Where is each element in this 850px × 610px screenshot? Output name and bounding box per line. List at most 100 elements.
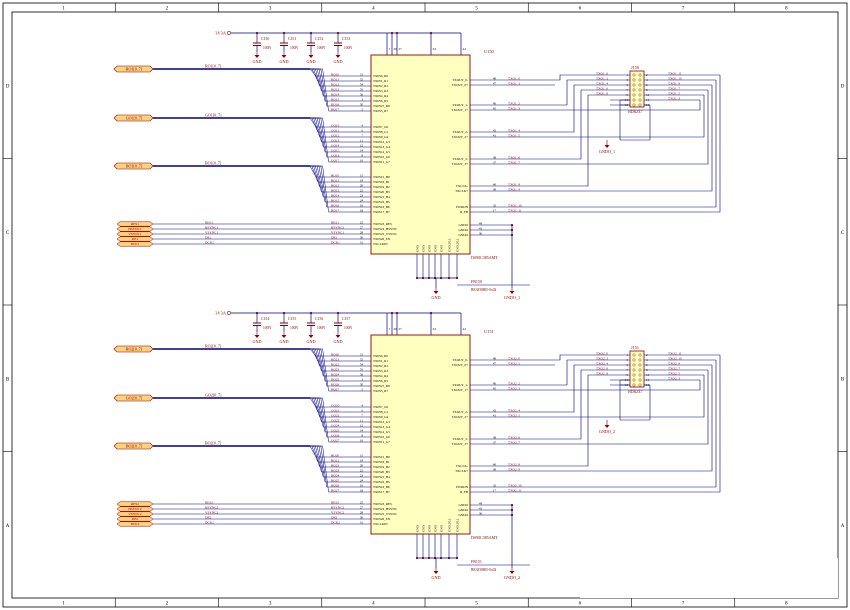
control-port: DCK1 <box>116 241 154 247</box>
connector-net-label: TXO1_10 <box>668 77 682 81</box>
pin-name: GND_PLL <box>455 518 459 532</box>
pin-number: 46 <box>493 381 497 385</box>
route-wire <box>555 95 705 138</box>
pin-number: 10 <box>360 438 364 442</box>
connector-pin <box>632 103 636 107</box>
pin-name: TXIN2_R2 <box>373 364 388 368</box>
bus-port-label: GO1[0..7] <box>126 115 143 120</box>
pin-name: TXIN16_B6 <box>373 485 390 489</box>
pin-name: GND <box>415 525 419 532</box>
junction-dot <box>510 503 514 507</box>
pin-name: TXIN6_R5 <box>373 99 388 103</box>
ground-triangle <box>281 55 287 58</box>
pin-name: TXIN11_G7 <box>373 440 390 444</box>
connector-pin <box>632 363 636 367</box>
power-port-circle <box>227 31 231 35</box>
pin-name: GND_PLL <box>455 238 459 252</box>
control-port: DCK2 <box>116 521 154 527</box>
net-label: DCK1 <box>331 240 340 244</box>
pin-name: TXOUT_0+ <box>452 83 468 87</box>
row-label-right: A <box>841 524 845 529</box>
ground-triangle <box>509 571 515 574</box>
pin-name: TXIN24_HSYNC <box>373 507 398 511</box>
bus-label: GO2[0..7] <box>205 393 222 398</box>
pin-number: 48 <box>493 356 497 360</box>
pin-name: TXIN4_R4 <box>373 374 388 378</box>
pin-number: 18 <box>360 208 364 212</box>
ground-symbol: GNDO_2 <box>504 568 520 580</box>
column-label-bottom: 5 <box>475 602 478 607</box>
control-port-shape <box>116 501 154 507</box>
bus-entry <box>300 397 330 413</box>
connector-net-label: TXO2_5 <box>668 372 680 376</box>
net-label: GO24 <box>331 423 340 427</box>
pin-number: 19 <box>360 178 364 182</box>
pin-name: TXIN11_G7 <box>373 160 390 164</box>
pin-name: TXIN15_B0 <box>373 455 390 459</box>
ground-label: GNDO_1 <box>599 149 615 154</box>
cap-value: 100N <box>344 46 352 50</box>
control-net-label: RES2 <box>205 500 213 504</box>
cap-value: 100N <box>290 46 298 50</box>
ground-triangle <box>335 335 341 338</box>
connector-net-label: TXO1_9 <box>668 82 680 86</box>
pin-number: 49 <box>479 221 483 225</box>
ground-symbol: GND <box>306 332 316 344</box>
pin-name: TXIN9_G2 <box>373 415 389 419</box>
connector-pin <box>632 73 636 77</box>
ground-symbol: GND <box>333 332 343 344</box>
connector-body <box>629 350 645 388</box>
net-label: RO23 <box>331 367 339 371</box>
pin-number: 24 <box>360 478 364 482</box>
ic-part-number: DS90C385AMT <box>471 535 498 540</box>
net-label: DCK2 <box>331 520 340 524</box>
pin-name: TXIN18_B1 <box>373 460 390 464</box>
pin-name: TXOUT_2+ <box>452 135 468 139</box>
pin-number: 40 <box>493 462 497 466</box>
pin-name: TXIN19_B2 <box>373 185 390 189</box>
net-label: BO25 <box>331 478 339 482</box>
ground-symbol: GND <box>279 332 289 344</box>
pin-name: TXIN26_EN <box>373 237 391 241</box>
bus-entry <box>300 117 330 133</box>
connector-pin <box>638 383 642 387</box>
pin-name: TXIN10_G6 <box>373 155 390 159</box>
pin-name: TXIN17_B7 <box>373 490 390 494</box>
bus-port: GO2[0..7] <box>113 394 154 402</box>
power-net-label: 3V3A <box>215 311 227 316</box>
route-wire <box>555 94 590 187</box>
connector-net-label: TXO1_6 <box>596 87 608 91</box>
net-label: BO20 <box>331 453 339 457</box>
pin-number: 19 <box>360 458 364 462</box>
net-label: GO22 <box>331 413 340 417</box>
cap-ref: C150 <box>261 37 269 41</box>
pin-name: GND_PLL <box>447 238 451 252</box>
connector-net-label: TXO1_11 <box>668 72 682 76</box>
route-wire <box>555 365 713 472</box>
power-port-circle <box>227 311 231 315</box>
ground-label: GNDO_2 <box>599 429 615 434</box>
control-port-shape <box>116 516 154 522</box>
ground-symbol: GNDO_2 <box>599 422 615 434</box>
cap-value: 100N <box>317 326 325 330</box>
pin-name: TXIN1_R1 <box>373 359 388 363</box>
net-label: HSYNC2 <box>331 505 344 509</box>
connector-pin <box>632 88 636 92</box>
pin-number: 41 <box>493 133 497 137</box>
pin-name: GND <box>427 525 431 532</box>
control-port-label: HSYNC1 <box>128 227 141 231</box>
pin-number: 16 <box>360 203 364 207</box>
lvds-net-label: TXO2_7 <box>508 440 520 444</box>
pin-number: 44 <box>463 47 467 51</box>
column-label-top: 2 <box>166 7 169 12</box>
net-label: BO24 <box>331 473 339 477</box>
bus-entry <box>300 445 330 463</box>
cap-ref: C155 <box>288 317 296 321</box>
pin-name: TXOUT_3+ <box>452 162 468 166</box>
lvds-transmitter-block-2: 3V3AC154100NGNDC155100NGNDC156100NGNDC15… <box>113 311 721 580</box>
